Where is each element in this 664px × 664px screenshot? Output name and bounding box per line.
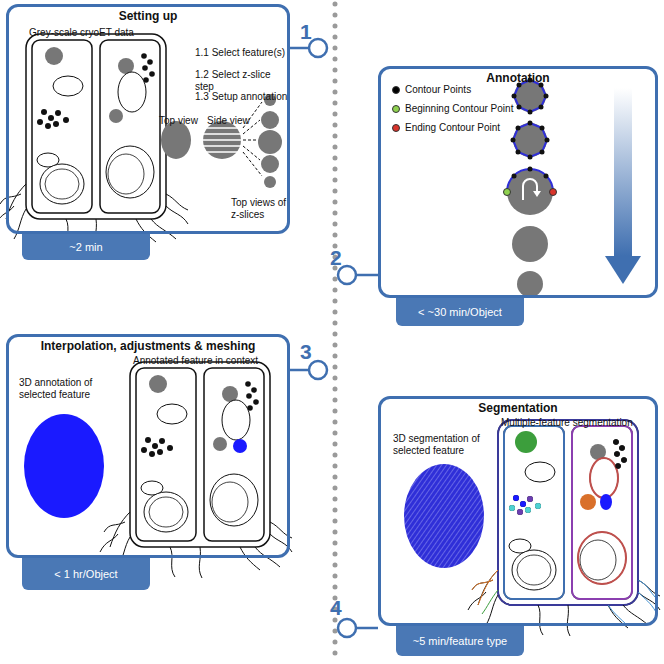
- step-panel: Segmentation 3D segmentation of selected …: [378, 396, 658, 626]
- panel-text: 1.2 Select z-slice step: [195, 69, 290, 92]
- panel-text: Multiple-feature segmentation: [501, 417, 656, 429]
- legend-row: Beginning Contour Point: [392, 103, 513, 114]
- time-tab: < 1 hr/Object: [22, 558, 150, 590]
- panel-text: Top views of z-slices: [231, 197, 287, 220]
- step-panel: Annotation: [378, 66, 658, 298]
- legend-row: Contour Points: [392, 84, 471, 95]
- time-label: < 1 hr/Object: [54, 568, 117, 580]
- panel-text: 3D segmentation of selected feature: [393, 433, 483, 456]
- time-label: < ~30 min/Object: [418, 306, 502, 318]
- legend-text: Ending Contour Point: [405, 122, 500, 133]
- panel-title: Annotation: [381, 72, 655, 86]
- time-tab: < ~30 min/Object: [396, 298, 524, 326]
- legend-row: Ending Contour Point: [392, 122, 500, 133]
- time-tab: ~5 min/feature type: [396, 626, 524, 656]
- time-label: ~2 min: [69, 241, 102, 253]
- panel-text: Grey-scale cryoET data: [29, 27, 179, 39]
- time-label: ~5 min/feature type: [413, 635, 507, 647]
- annotation-steps: [504, 78, 642, 298]
- panel-text: Top view: [159, 115, 209, 127]
- panel-title: Segmentation: [381, 402, 655, 416]
- time-tab: ~2 min: [22, 234, 150, 260]
- legend-text: Contour Points: [405, 84, 471, 95]
- panel-text: Side view: [207, 115, 257, 127]
- step-number: 1: [300, 20, 312, 44]
- step-panel: Interpolation, adjustments & meshing 3D a…: [6, 334, 290, 558]
- panel-title: Setting up: [9, 10, 287, 24]
- dotted-spine: [333, 4, 338, 660]
- panel-title: Interpolation, adjustments & meshing: [9, 340, 287, 354]
- legend-text: Beginning Contour Point: [405, 103, 513, 114]
- legend-swatch: [392, 105, 400, 113]
- legend-swatch: [392, 86, 400, 94]
- step-number: 4: [330, 596, 342, 620]
- panel-text: Annotated feature in context: [133, 355, 288, 367]
- step-markers: [290, 39, 378, 637]
- panel-text: 1.1 Select feature(s): [195, 47, 290, 59]
- legend-swatch: [392, 124, 400, 132]
- step-number: 3: [300, 340, 312, 364]
- step-panel: Setting up Grey-scale cryoET data 1.1 Sele…: [6, 4, 290, 234]
- panel-text: 1.3 Setup annotation: [195, 91, 290, 103]
- panel-text: 3D annotation of selected feature: [19, 377, 109, 400]
- step-number: 2: [330, 246, 342, 270]
